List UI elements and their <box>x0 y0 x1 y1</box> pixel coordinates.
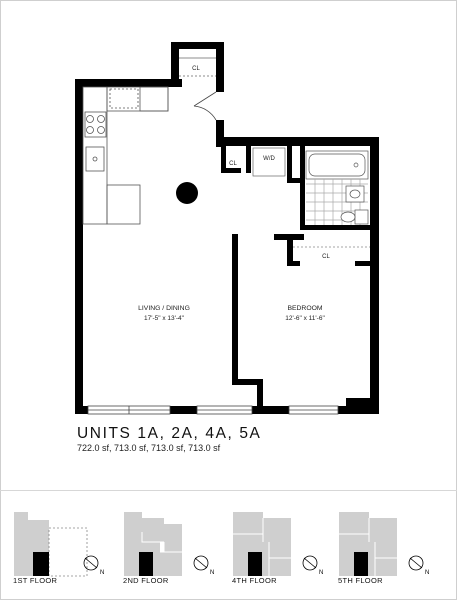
key-plan-1st-floor: N 1ST FLOOR <box>13 508 113 588</box>
bathroom <box>305 150 369 225</box>
wd-label: W/D <box>263 156 275 162</box>
living-name-label: LIVING / DINING <box>138 305 190 312</box>
units-title: UNITS 1A, 2A, 4A, 5A <box>77 425 262 442</box>
entry-door <box>193 91 217 121</box>
bedroom-dims-label: 12'-6" x 11'-6" <box>285 315 325 322</box>
closet-mid-label: CL <box>229 161 237 167</box>
key-plan-4th-floor: N 4TH FLOOR <box>232 508 332 588</box>
wd-unit <box>252 147 286 177</box>
closet-bedroom-label: CL <box>322 254 330 260</box>
floor-plan: CL CL W/D CL LIVING / DINING 17'-5" x 13… <box>75 42 379 415</box>
key-plan-label: 4TH FLOOR <box>232 576 277 585</box>
kitchen <box>82 86 169 225</box>
key-plan-5th-floor: N 5TH FLOOR <box>338 508 438 588</box>
compass-n: N <box>100 570 104 576</box>
key-plan-label: 1ST FLOOR <box>13 576 58 585</box>
interior-walls <box>221 146 370 414</box>
key-plan-label: 2ND FLOOR <box>123 576 169 585</box>
compass-n: N <box>425 570 429 576</box>
living-dims-label: 17'-5" x 13'-4" <box>144 315 185 322</box>
windows <box>87 405 339 415</box>
separator <box>0 490 457 491</box>
bedroom-name-label: BEDROOM <box>287 305 322 312</box>
closet-top-label: CL <box>192 66 200 72</box>
exterior-walls <box>75 42 379 414</box>
key-plan-label: 5TH FLOOR <box>338 576 383 585</box>
column <box>176 182 198 204</box>
key-plan-2nd-floor: N 2ND FLOOR <box>123 508 223 588</box>
compass-n: N <box>210 570 214 576</box>
units-areas: 722.0 sf, 713.0 sf, 713.0 sf, 713.0 sf <box>77 443 221 453</box>
top-closet <box>179 57 216 77</box>
compass-n: N <box>319 570 323 576</box>
